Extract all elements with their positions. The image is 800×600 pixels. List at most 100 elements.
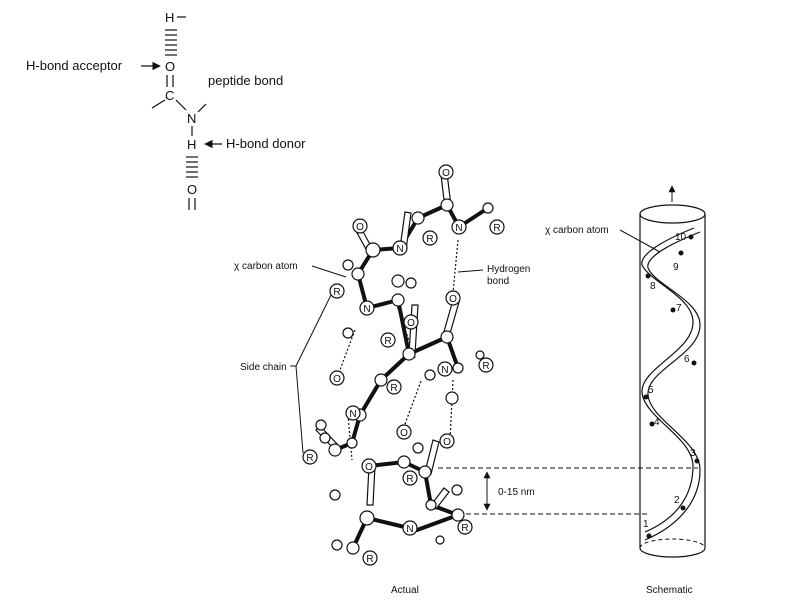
residue-5: 5	[643, 385, 654, 400]
side-chain-leader-lines	[290, 294, 332, 454]
svg-text:R: R	[390, 383, 397, 394]
side-chain-r: R	[478, 357, 494, 373]
svg-text:R: R	[461, 523, 468, 534]
peptide-bond-diagram: H O C N H O H-bond acce	[26, 10, 306, 210]
h-bond-acceptor-label: H-bond acceptor	[26, 58, 123, 73]
nitrogen-atom: N	[392, 240, 408, 256]
oxygen-atom: O	[396, 424, 412, 440]
hydrogen-bond-dashes	[337, 239, 459, 461]
side-chain-r: R	[402, 470, 418, 486]
side-chain-r: R	[422, 230, 438, 246]
residue-4: 4	[649, 417, 660, 428]
nitrogen-atoms: N N N N N N	[345, 219, 467, 536]
helix-ribbon	[641, 227, 701, 541]
peptide-o-bottom: O	[187, 182, 197, 197]
svg-text:O: O	[400, 428, 408, 439]
residue-markers: 1 2 3 4 5 6 7 8 9 10	[643, 232, 700, 539]
svg-text:1: 1	[643, 519, 649, 530]
residue-6: 6	[684, 354, 697, 366]
side-chain-r: R	[329, 283, 345, 299]
nitrogen-atom: N	[451, 219, 467, 235]
residue-7: 7	[670, 303, 682, 314]
svg-text:R: R	[493, 223, 500, 234]
svg-text:O: O	[356, 222, 364, 233]
nitrogen-atom: N	[359, 300, 375, 316]
svg-text:3: 3	[690, 448, 696, 459]
svg-text:O: O	[443, 437, 451, 448]
h-bond-hash-bottom	[186, 156, 198, 178]
svg-text:R: R	[333, 287, 340, 298]
svg-text:R: R	[426, 234, 433, 245]
atom-balls	[315, 198, 494, 555]
svg-text:R: R	[366, 554, 373, 565]
oxygen-atom: O	[329, 370, 345, 386]
peptide-h-bottom: H	[187, 137, 196, 152]
side-chain-label: Side chain	[240, 362, 287, 373]
nitrogen-atom: N	[345, 405, 361, 421]
oxygen-atom: O	[438, 164, 454, 180]
svg-text:8: 8	[650, 281, 656, 292]
svg-text:O: O	[333, 374, 341, 385]
svg-text:2: 2	[674, 495, 680, 506]
side-chain-r: R	[457, 519, 473, 535]
svg-text:5: 5	[648, 385, 654, 396]
svg-text:9: 9	[673, 262, 679, 273]
actual-helix-model: O O O O O O O O N N N N N N R R R R R R …	[234, 164, 698, 596]
pitch-label: 0-15 nm	[498, 487, 535, 498]
svg-text:R: R	[482, 361, 489, 372]
nitrogen-atom: N	[437, 361, 453, 377]
oxygen-atom: O	[361, 458, 377, 474]
nitrogen-atom: N	[402, 520, 418, 536]
oxygen-atom: O	[439, 433, 455, 449]
residue-10: 10	[675, 232, 694, 243]
peptide-n: N	[187, 111, 196, 126]
residue-8: 8	[645, 273, 656, 292]
side-chain-r: R	[362, 550, 378, 566]
svg-text:O: O	[407, 318, 415, 329]
oxygen-atoms: O O O O O O O O	[329, 164, 461, 474]
peptide-c: C	[165, 88, 174, 103]
svg-text:R: R	[306, 453, 313, 464]
svg-text:N: N	[396, 244, 403, 255]
svg-text:7: 7	[676, 303, 682, 314]
actual-caption: Actual	[391, 585, 419, 596]
svg-text:N: N	[349, 409, 356, 420]
svg-text:O: O	[449, 294, 457, 305]
pitch-dimension	[438, 467, 698, 515]
svg-text:N: N	[363, 304, 370, 315]
oxygen-atom: O	[403, 314, 419, 330]
side-chain-atoms: R R R R R R R R R R	[302, 219, 505, 566]
side-chain-r: R	[489, 219, 505, 235]
side-chain-r: R	[380, 332, 396, 348]
h-bond-donor-label: H-bond donor	[226, 136, 306, 151]
svg-text:N: N	[441, 365, 448, 376]
svg-text:R: R	[384, 336, 391, 347]
schematic-helix: 1 2 3 4 5 6 7 8 9 10 χ carbon atom Schem…	[545, 185, 706, 596]
svg-text:6: 6	[684, 354, 690, 365]
svg-text:R: R	[406, 474, 413, 485]
residue-2: 2	[674, 495, 686, 511]
chi-carbon-label-actual: χ carbon atom	[234, 261, 298, 272]
h-bond-hash-top	[165, 29, 177, 56]
svg-text:N: N	[455, 223, 462, 234]
side-chain-r: R	[386, 379, 402, 395]
svg-text:4: 4	[654, 417, 660, 428]
oxygen-atom: O	[352, 218, 368, 234]
residue-3: 3	[690, 448, 700, 464]
peptide-h-top: H	[165, 10, 174, 25]
svg-text:10: 10	[675, 232, 687, 243]
schematic-caption: Schematic	[646, 585, 693, 596]
backbone-bonds	[333, 203, 490, 550]
svg-text:N: N	[406, 524, 413, 535]
peptide-bond-label: peptide bond	[208, 73, 283, 88]
oxygen-atom: O	[445, 290, 461, 306]
residue-1: 1	[643, 519, 652, 539]
hydrogen-bond-label-line2: bond	[487, 276, 509, 287]
peptide-o-top: O	[165, 59, 175, 74]
residue-9: 9	[673, 250, 684, 273]
side-chain-r: R	[302, 449, 318, 465]
svg-text:O: O	[365, 462, 373, 473]
chi-carbon-label-schematic: χ carbon atom	[545, 225, 609, 236]
hydrogen-bond-label-line1: Hydrogen	[487, 264, 530, 275]
svg-text:O: O	[442, 168, 450, 179]
